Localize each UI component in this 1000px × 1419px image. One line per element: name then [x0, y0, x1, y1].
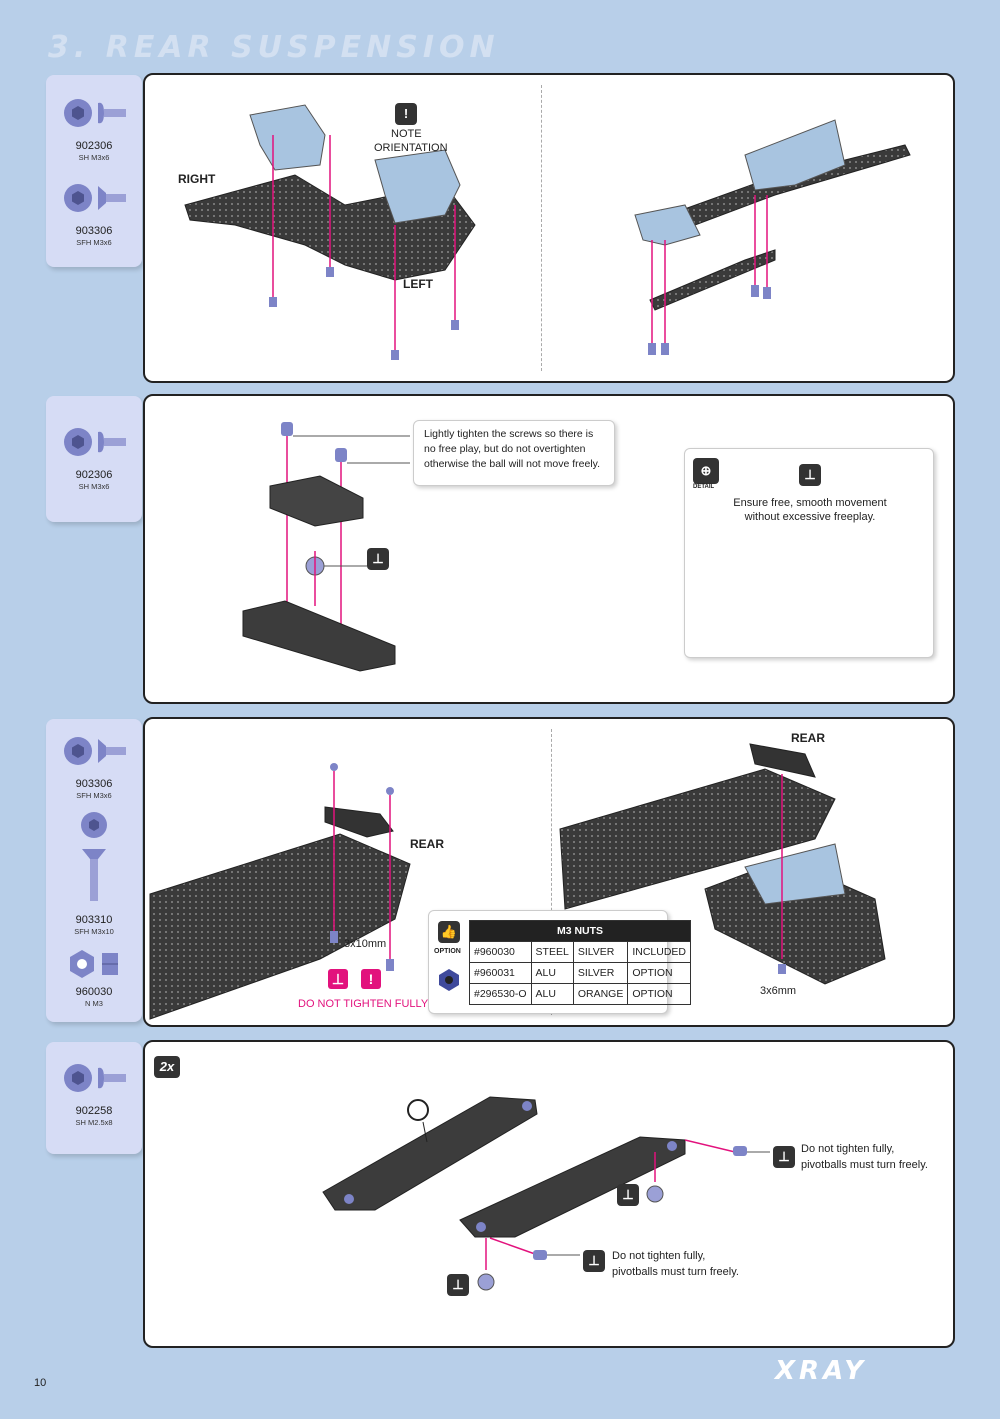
step2-panel: Lightly tighten the screws so there is n…: [143, 394, 955, 704]
parts-sidebar-step2: 902306 SH M3x6: [46, 396, 142, 522]
step4-panel: 2x ⊥ Do not tighten fully, pivotballs mu…: [143, 1040, 955, 1348]
nut-icon: [70, 950, 118, 978]
part-902258: 902258 SH M2.5x8: [46, 1060, 142, 1127]
do-not-tighten-warning: DO NOT TIGHTEN FULLY: [298, 998, 429, 1010]
page-number: 10: [34, 1377, 47, 1389]
do-not-tighten-note: Do not tighten fully,: [612, 1250, 706, 1262]
flat-head-screw-icon: [64, 184, 126, 212]
warning-icon: !: [361, 969, 381, 989]
rear-chassis-plate-illustration: [184, 104, 911, 360]
rear-label: REAR: [410, 837, 445, 851]
button-head-screw-icon: [64, 99, 126, 127]
part-903306: 903306 SFH M3x6: [46, 180, 142, 247]
detail-label: DETAIL: [693, 484, 715, 490]
rear-label: REAR: [791, 731, 826, 745]
thumbs-up-icon: 👍: [438, 921, 460, 943]
quantity-badge: 2x: [154, 1056, 180, 1078]
left-label: LEFT: [403, 277, 433, 291]
parts-sidebar-step3: 903306 SFH M3x6 903310 SFH M3x10 960030 …: [46, 719, 142, 1022]
panel-divider: [551, 729, 552, 1015]
nut-icon: [439, 969, 459, 991]
screw-size-label: 3x10mm: [344, 938, 387, 950]
detail-magnifier-icon: ⊕: [693, 458, 719, 484]
parts-sidebar-step4: 902258 SH M2.5x8: [46, 1042, 142, 1154]
part-902306: 902306 SH M3x6: [46, 95, 142, 162]
note-orientation-line2: ORIENTATION: [374, 142, 448, 154]
pivot-tool-icon: ⊥: [367, 548, 389, 570]
step3-panel: REAR REAR 3x10mm 3x6mm ⊥ ! DO NOT TIGHTE…: [143, 717, 955, 1027]
table-title: M3 NUTS: [468, 920, 692, 942]
note-orientation-line1: NOTE: [391, 128, 422, 140]
part-903310: 903310 SFH M3x10: [46, 811, 142, 936]
screw-size-label: 3x6mm: [760, 985, 797, 997]
button-head-screw-icon: [64, 1064, 126, 1092]
part-960030: 960030 N M3: [46, 947, 142, 1008]
note-warning-icon: !: [395, 103, 417, 125]
brand-logo: XRAY: [775, 1356, 868, 1386]
do-not-tighten-note: Do not tighten fully,: [801, 1143, 895, 1155]
button-head-screw-icon: [64, 428, 126, 456]
part-902306: 902306 SH M3x6: [46, 424, 142, 491]
detail-text: Ensure free, smooth movement without exc…: [733, 497, 887, 523]
step1-panel: ! NOTE ORIENTATION RIGHT LEFT: [143, 73, 955, 383]
do-not-tighten-note: pivotballs must turn freely.: [612, 1266, 739, 1278]
pivot-tool-icon: ⊥: [328, 969, 348, 989]
page-title: 3. REAR SUSPENSION: [48, 30, 500, 65]
parts-sidebar-step1: 902306 SH M3x6 903306 SFH M3x6: [46, 75, 142, 267]
chassis-mount-illustration: [149, 743, 886, 1020]
do-not-tighten-note: pivotballs must turn freely.: [801, 1159, 928, 1171]
option-label: OPTION: [434, 948, 461, 955]
long-flat-head-screw-icon: [81, 812, 107, 901]
panel-divider: [541, 85, 542, 371]
flat-head-screw-icon: [64, 737, 126, 765]
pivot-tool-icon: ⊥: [799, 464, 821, 486]
link-arm-illustration: [322, 1096, 770, 1291]
pivot-tool-icon: ⊥: [617, 1184, 639, 1206]
tighten-callout: Lightly tighten the screws so there is n…: [413, 420, 615, 486]
pivot-tool-icon: ⊥: [773, 1146, 795, 1168]
right-label: RIGHT: [178, 172, 216, 186]
pivot-tool-icon: ⊥: [583, 1250, 605, 1272]
pivot-tool-icon: ⊥: [447, 1274, 469, 1296]
part-903306: 903306 SFH M3x6: [46, 733, 142, 800]
